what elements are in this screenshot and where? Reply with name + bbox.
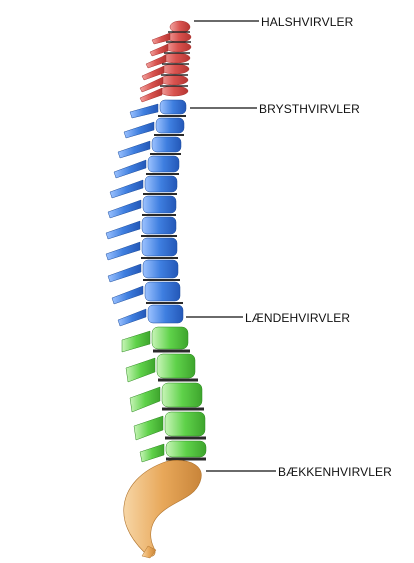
lumbar-section (122, 327, 206, 462)
label-cervical: HALSHVIRVLER (261, 15, 353, 29)
label-thoracic: BRYSTHVIRVLER (259, 102, 360, 116)
thoracic-section (106, 100, 186, 326)
label-lumbar: LÆNDEHVIRVLER (245, 311, 350, 325)
label-sacral: BÆKKENHVIRVLER (278, 465, 392, 479)
cervical-section (140, 21, 191, 102)
sacral-section (124, 460, 202, 558)
